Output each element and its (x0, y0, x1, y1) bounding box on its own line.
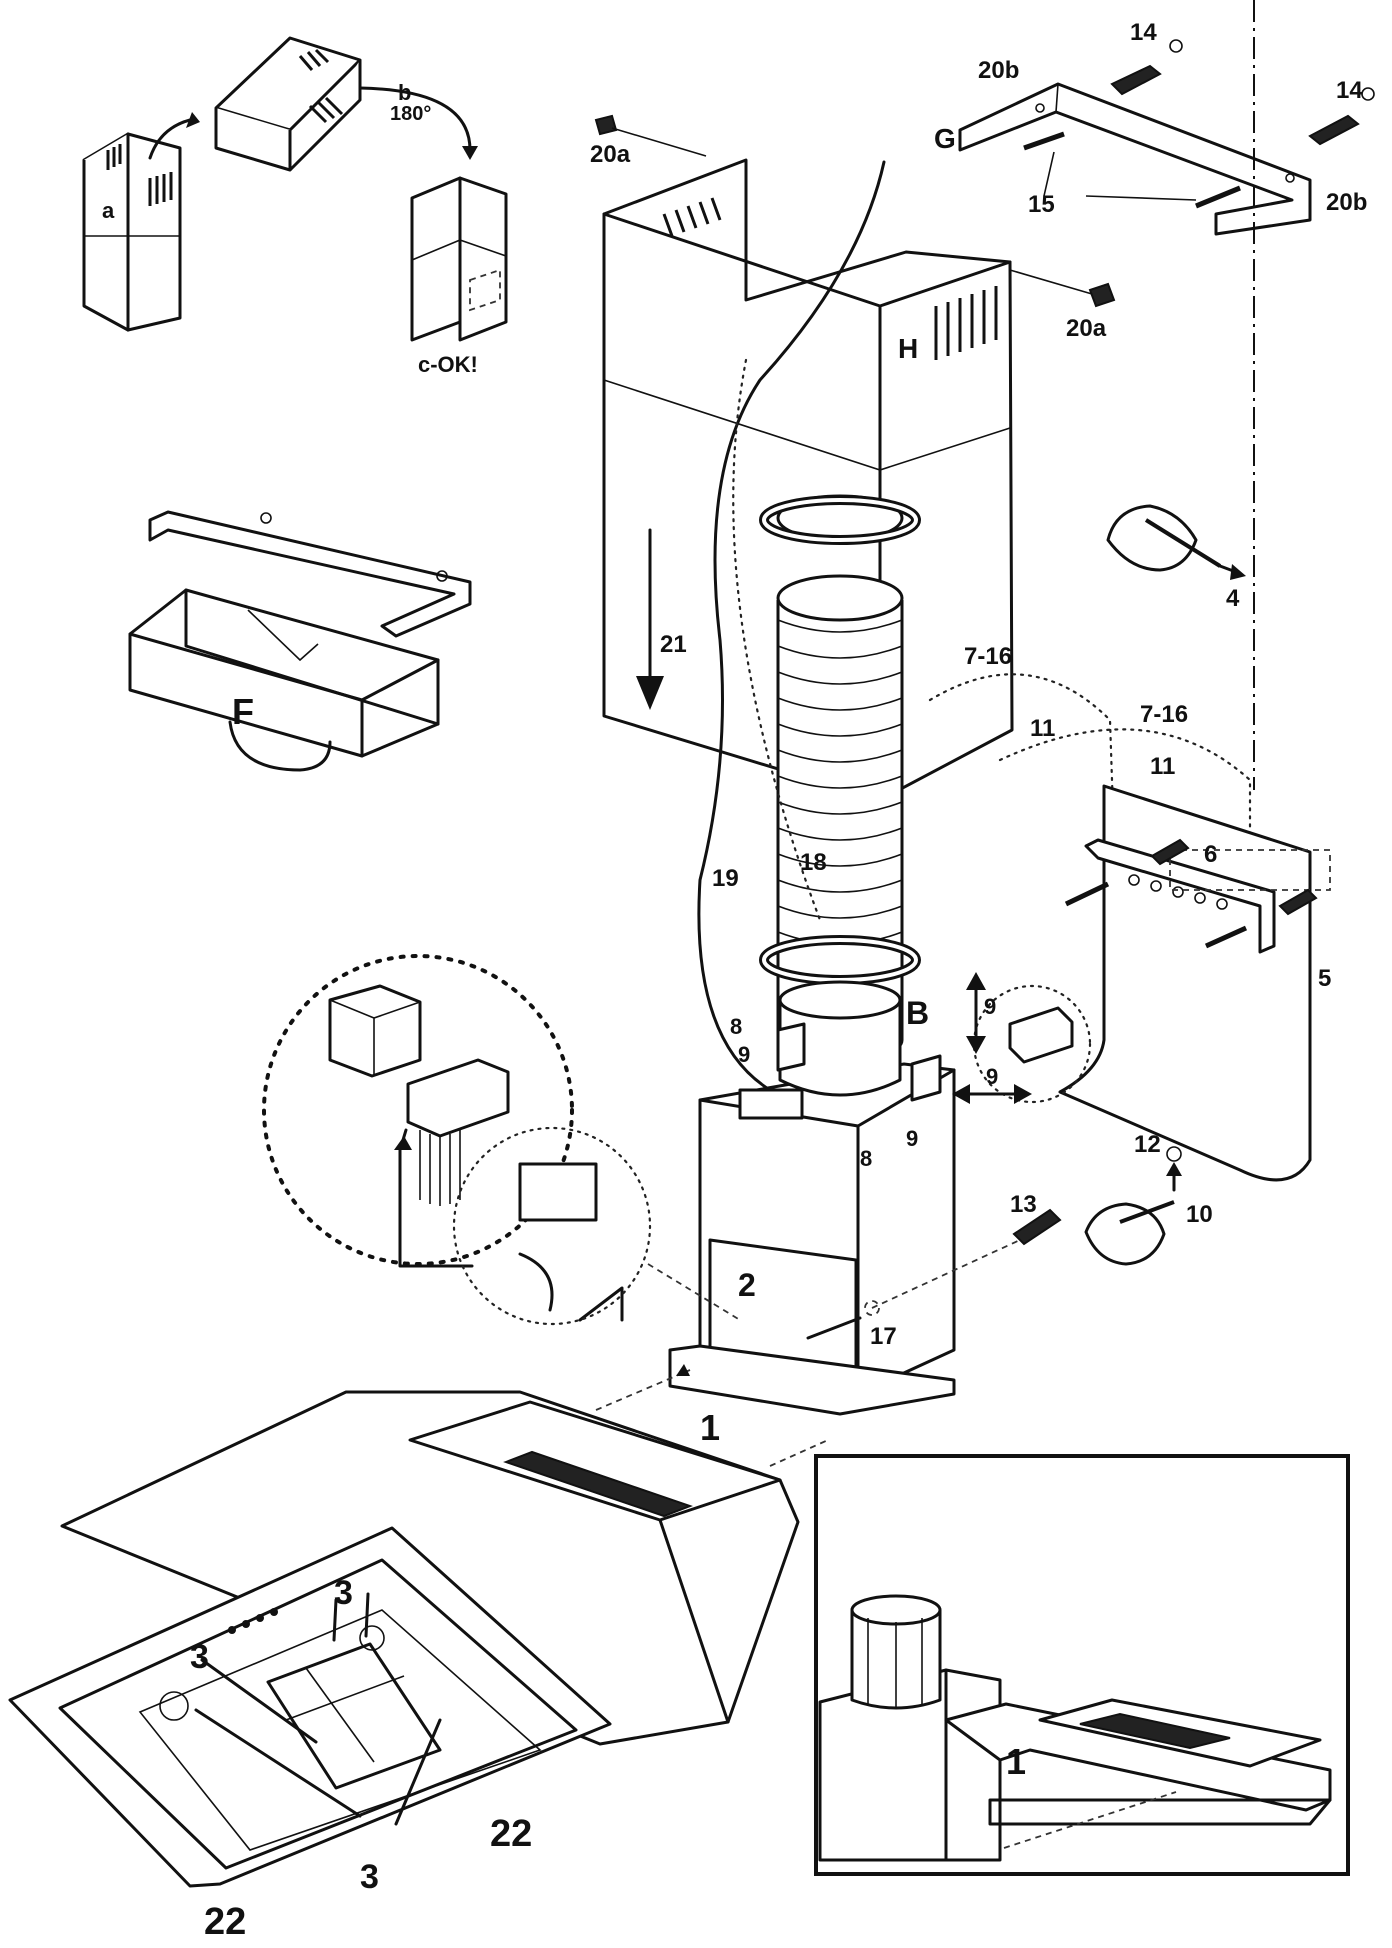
label-9-a: 9 (738, 1042, 750, 1067)
label-3-c: 3 (360, 1858, 379, 1896)
label-22-a: 22 (490, 1813, 532, 1855)
label-22-b: 22 (204, 1901, 246, 1943)
label-9-c: 9 (984, 994, 996, 1019)
label-b-bracket: B (906, 995, 929, 1031)
label-h: H (898, 333, 918, 364)
cable-route-3 (998, 728, 1252, 842)
label-20b-right: 20b (1326, 189, 1367, 216)
label-b: b (398, 80, 411, 105)
label-5: 5 (1318, 965, 1331, 992)
chimney-h: 20a 20a H 21 (590, 114, 1116, 802)
recirculation-filter-box: F (128, 510, 472, 772)
label-11-a: 11 (1030, 715, 1055, 742)
label-10: 10 (1186, 1201, 1213, 1228)
label-9-d: 9 (986, 1064, 998, 1089)
label-2: 2 (738, 1267, 756, 1303)
label-1-main: 1 (700, 1407, 720, 1448)
label-13: 13 (1010, 1191, 1037, 1218)
label-20b-left: 20b (978, 57, 1019, 84)
wall-plate: 6 5 7-16 7-16 11 11 (964, 643, 1331, 1182)
label-17: 17 (870, 1323, 897, 1350)
label-6: 6 (1204, 841, 1217, 868)
label-4: 4 (1226, 585, 1240, 612)
upper-bracket-g: 20b 14 14 G 15 20b (934, 19, 1375, 236)
label-c-ok: c-OK! (418, 352, 478, 377)
label-20a-right: 20a (1066, 315, 1107, 342)
chimney-reversal-sequence: a b 180° c-OK! (82, 36, 508, 377)
hand-pencil-icon: 4 (1106, 504, 1246, 612)
label-8-a: 8 (730, 1014, 742, 1039)
label-3-b: 3 (190, 1638, 209, 1676)
label-3-a: 3 (334, 1574, 353, 1612)
label-12: 12 (1134, 1131, 1161, 1158)
label-8-b: 8 (860, 1146, 872, 1171)
label-19: 19 (712, 865, 739, 892)
label-g: G (934, 123, 956, 154)
cable-route-2 (928, 673, 1116, 842)
label-18: 18 (800, 849, 827, 876)
installation-inset: 1 (814, 1454, 1350, 1876)
label-20a-top: 20a (590, 141, 631, 168)
capacitor-detail: 9 9 (952, 972, 1092, 1104)
label-1-inset: 1 (1006, 1741, 1026, 1782)
motor-body: 2 17 B 8 9 8 9 (578, 980, 1047, 1416)
label-f: F (232, 691, 254, 732)
label-14-b: 14 (1336, 77, 1363, 104)
label-7-16-a: 7-16 (964, 643, 1012, 670)
hood-underside: 3 3 3 22 22 (8, 1526, 612, 1943)
label-a: a (102, 198, 115, 223)
cable-route-1 (732, 358, 822, 922)
label-14-a: 14 (1130, 19, 1157, 46)
label-15: 15 (1028, 191, 1055, 218)
electrical-connection-detail (262, 954, 741, 1326)
label-180-deg: 180° (390, 103, 431, 125)
label-21: 21 (660, 631, 687, 658)
label-9-b: 9 (906, 1126, 918, 1151)
label-11-b: 11 (1150, 753, 1175, 780)
label-7-16-b: 7-16 (1140, 701, 1188, 728)
wall-plug-and-marking: 13 12 10 (1010, 1131, 1213, 1266)
